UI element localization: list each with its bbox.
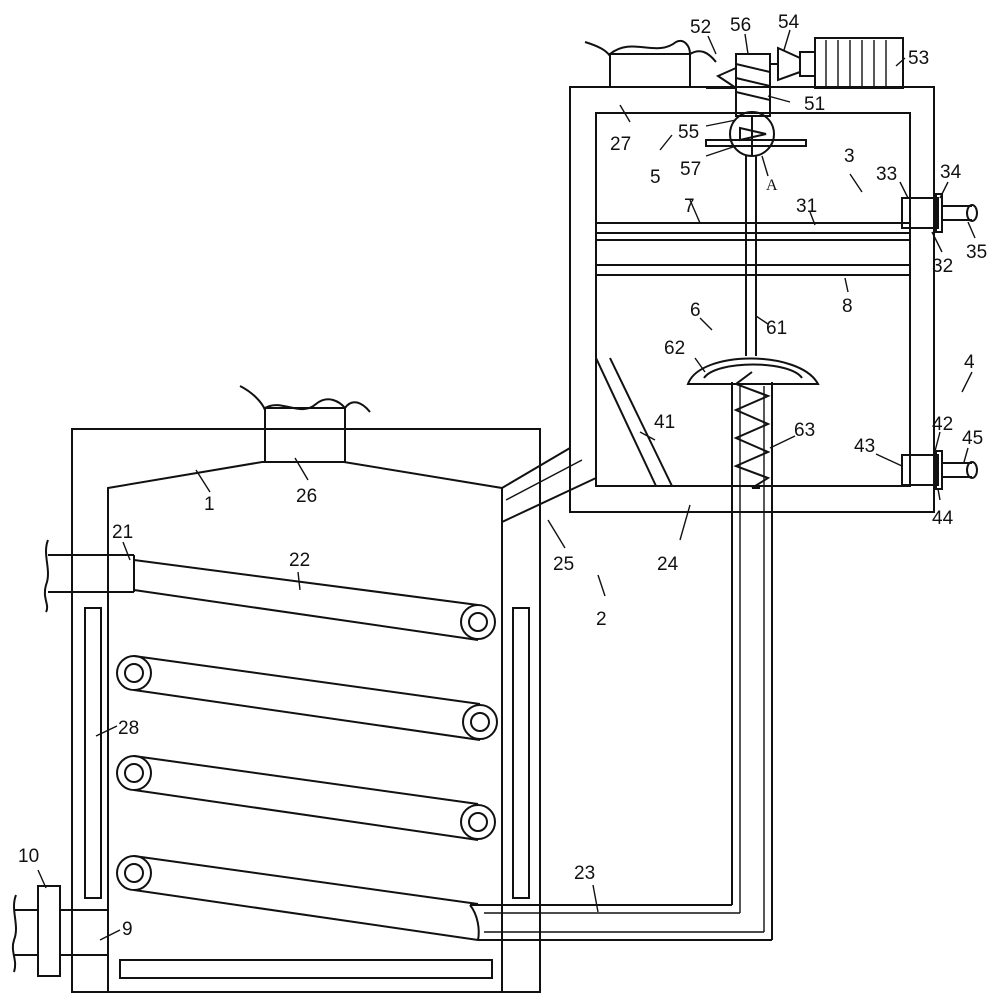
label-27: 27	[610, 134, 631, 155]
conveyor-belts-22	[116, 559, 498, 941]
lower-tank	[71, 428, 541, 993]
feed-inlet-27	[584, 40, 717, 87]
label-57: 57	[680, 159, 701, 180]
spring-63	[733, 371, 771, 489]
shaft-61	[745, 156, 757, 356]
label-24: 24	[657, 554, 679, 575]
label-22: 22	[289, 550, 310, 571]
label-28: 28	[118, 718, 139, 739]
label-10: 10	[18, 846, 39, 867]
label-31: 31	[796, 196, 817, 217]
label-3: 3	[844, 146, 855, 167]
connecting-pipe-25	[501, 447, 597, 523]
label-61: 61	[766, 318, 787, 339]
label-1: 1	[204, 494, 215, 515]
return-pipe-23	[469, 382, 773, 941]
label-43: 43	[854, 436, 875, 457]
side-heater-left	[84, 607, 102, 899]
label-A: A	[766, 177, 778, 194]
label-45: 45	[962, 428, 983, 449]
label-34: 34	[940, 162, 962, 183]
label-21: 21	[112, 522, 133, 543]
top-outlet-26	[239, 385, 371, 462]
label-51: 51	[804, 94, 825, 115]
label-56: 56	[730, 15, 751, 36]
label-63: 63	[794, 420, 815, 441]
label-2: 2	[596, 609, 607, 630]
label-42: 42	[932, 414, 953, 435]
label-7: 7	[684, 196, 695, 217]
label-9: 9	[122, 919, 133, 940]
callouts: 1 2 3 4 5 6 7 8 9 10 21 22 23 24 25 26 2…	[18, 12, 987, 940]
motor-assembly	[705, 37, 904, 157]
label-41: 41	[654, 412, 675, 433]
label-35: 35	[966, 242, 987, 263]
inlet-pipe-21	[43, 539, 135, 613]
label-54: 54	[778, 12, 800, 33]
lower-port-43	[901, 450, 978, 490]
label-33: 33	[876, 164, 897, 185]
label-23: 23	[574, 863, 595, 884]
label-6: 6	[690, 300, 701, 321]
label-62: 62	[664, 338, 685, 359]
filter-plates	[595, 222, 911, 276]
label-32: 32	[932, 256, 953, 277]
label-44: 44	[932, 508, 954, 529]
dome-head-62	[686, 357, 820, 385]
leader-lines	[37, 29, 976, 941]
outlet-9-valve-10	[11, 885, 108, 977]
label-25: 25	[553, 554, 574, 575]
label-55: 55	[678, 122, 699, 143]
upper-port-33	[901, 193, 978, 233]
label-52: 52	[690, 17, 711, 38]
label-8: 8	[842, 296, 853, 317]
side-heater-right	[512, 607, 530, 899]
label-5: 5	[650, 167, 661, 188]
label-53: 53	[908, 48, 929, 69]
label-26: 26	[296, 486, 317, 507]
label-4: 4	[964, 352, 975, 373]
